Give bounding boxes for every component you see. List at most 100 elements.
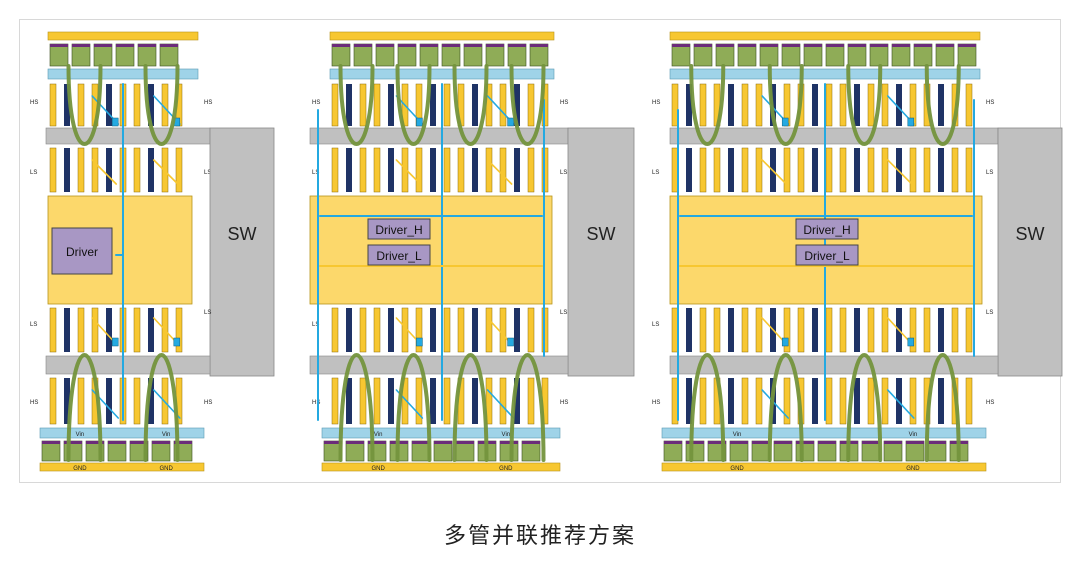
top-pad — [137, 43, 157, 67]
ls-fet-drain-strip-lower — [854, 308, 860, 352]
ls-fet-strip — [867, 147, 875, 193]
gate-diagonal-ls — [761, 159, 787, 185]
top-pad — [397, 43, 417, 67]
top-pad-cap — [508, 44, 526, 47]
gnd-bar — [661, 462, 987, 472]
ls-label-lower-right: LS — [204, 310, 211, 316]
gate-via — [507, 117, 514, 127]
ls-label-lower-left: LS — [30, 322, 37, 328]
gate-via — [907, 337, 915, 347]
ls-fet-strip-lower — [713, 307, 721, 353]
hs-fet-drain-strip — [430, 84, 436, 126]
hs-label-lower-left: HS — [652, 400, 660, 406]
ls-fet-strip-lower — [415, 307, 423, 353]
hs-fet-strip — [443, 83, 451, 127]
ls-fet-strip — [909, 147, 917, 193]
ls-fet-strip-lower — [527, 307, 535, 353]
driver-label-high: Driver_H — [803, 223, 850, 237]
ls-fet-strip-lower — [951, 307, 959, 353]
bottom-pad-cap — [862, 441, 880, 444]
vin-bar — [39, 427, 205, 439]
bottom-pad-cap — [412, 441, 430, 444]
top-pad — [49, 43, 69, 67]
gate-via — [173, 337, 181, 347]
hs-fet-drain-strip — [854, 84, 860, 126]
ls-fet-strip-lower — [457, 307, 465, 353]
bottom-pad-cap — [434, 441, 452, 444]
bottom-pad-cap — [456, 441, 474, 444]
vin-label-right: Vin — [502, 432, 511, 438]
top-pad-cap — [738, 44, 756, 47]
driver-box-high — [367, 218, 431, 240]
top-pad-cap — [892, 44, 910, 47]
hs-fet-strip-lower — [415, 377, 423, 425]
top-pad-cap — [116, 44, 134, 47]
bottom-pad-cap — [64, 441, 82, 444]
ls-fet-drain-strip — [854, 148, 860, 192]
ls-fet-strip — [713, 147, 721, 193]
gate-via — [507, 337, 514, 347]
ls-fet-drain-strip — [812, 148, 818, 192]
hs-fet-drain-strip-lower — [430, 378, 436, 424]
gnd-label-left: GND — [73, 466, 87, 472]
hs-fet-strip-lower — [331, 377, 339, 425]
top-pad — [847, 43, 867, 67]
bottom-pad-cap — [522, 441, 540, 444]
hs-fet-strip — [527, 83, 535, 127]
ls-label-right: LS — [986, 170, 993, 176]
top-pad — [715, 43, 735, 67]
ls-fet-strip-lower — [499, 307, 507, 353]
ls-fet-drain-strip — [514, 148, 520, 192]
hs-label-lower-left: HS — [312, 400, 320, 406]
hs-label-lower-right: HS — [986, 400, 994, 406]
bottom-pad-cap — [708, 441, 726, 444]
ls-fet-drain-strip — [728, 148, 734, 192]
current-loop-top — [846, 64, 883, 146]
bottom-pad-cap — [152, 441, 170, 444]
top-pad — [781, 43, 801, 67]
top-pad-cap — [160, 44, 178, 47]
hs-fet-drain-strip-lower — [854, 378, 860, 424]
top-pad — [803, 43, 823, 67]
current-loop-bottom — [143, 353, 180, 462]
ls-fet-drain-strip-lower — [106, 308, 112, 352]
top-pad — [353, 43, 373, 67]
gnd-label-right: GND — [499, 466, 513, 472]
current-loop-top — [66, 64, 103, 146]
current-loop-top — [767, 64, 804, 146]
top-pad-cap — [354, 44, 372, 47]
ls-label-left: LS — [30, 170, 37, 176]
top-pad — [957, 43, 977, 67]
ls-fet-strip — [175, 147, 183, 193]
bottom-pad-cap — [752, 441, 770, 444]
hs-fet-strip — [741, 83, 749, 127]
ls-fet-drain-strip-lower — [686, 308, 692, 352]
ls-fet-strip-lower — [825, 307, 833, 353]
current-loop-top — [509, 64, 546, 146]
hs-fet-strip — [755, 83, 763, 127]
top-pad-cap — [848, 44, 866, 47]
ls-fet-strip-lower — [443, 307, 451, 353]
ls-fet-strip — [133, 147, 141, 193]
ls-fet-strip-lower — [909, 307, 917, 353]
current-loop-bottom — [452, 353, 489, 462]
hs-fet-strip-lower — [133, 377, 141, 425]
hs-fet-strip-lower — [755, 377, 763, 425]
hs-fet-strip — [839, 83, 847, 127]
vin-bar — [661, 427, 987, 439]
hs-fet-strip — [825, 83, 833, 127]
gate-diagonal-hs-lower — [761, 389, 789, 419]
ls-fet-strip — [77, 147, 85, 193]
gate-diagonal-ls — [153, 159, 179, 185]
hs-fet-strip — [77, 83, 85, 127]
hs-fet-strip-lower — [527, 377, 535, 425]
ls-fet-strip-lower — [923, 307, 931, 353]
hs-fet-strip — [331, 83, 339, 127]
ls-fet-strip-lower — [699, 307, 707, 353]
ls-fet-strip — [755, 147, 763, 193]
ls-fet-strip — [161, 147, 169, 193]
top-pad — [375, 43, 395, 67]
top-pad — [891, 43, 911, 67]
ls-fet-strip — [499, 147, 507, 193]
